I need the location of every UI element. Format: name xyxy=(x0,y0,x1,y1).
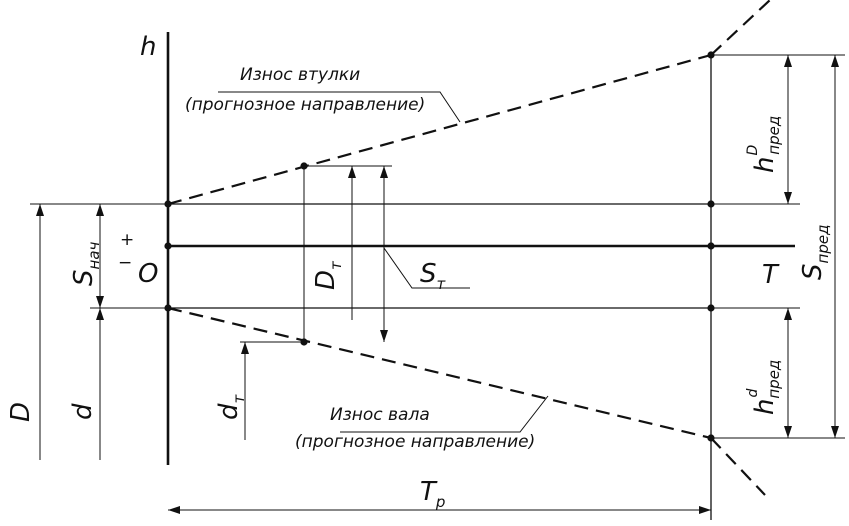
t-axis-label: T xyxy=(762,260,780,290)
big-d-label: D xyxy=(6,402,36,422)
d-m-group: dт xyxy=(214,393,248,420)
point-bore-tp xyxy=(707,200,715,208)
point-bore-origin xyxy=(164,200,172,208)
point-lower-limit xyxy=(707,434,715,442)
minus-sign: − xyxy=(118,253,132,273)
d-m-label: dт xyxy=(214,393,248,420)
point-upper-limit xyxy=(707,51,715,59)
s-nach-group: Sнач xyxy=(69,241,103,286)
big-d-group: D xyxy=(6,402,36,422)
leader-shaft-wear xyxy=(340,395,549,433)
shaft-wear-line xyxy=(167,306,712,440)
t-p-label: Tр xyxy=(420,477,445,511)
s-t-label: Sт xyxy=(420,259,447,293)
point-shaft-origin xyxy=(164,304,172,312)
shaft-wear-extension xyxy=(710,437,766,496)
shaft-wear-note: (прогнозное направление) xyxy=(295,432,535,452)
d-t-label: Dт xyxy=(311,260,345,290)
d-t-group: Dт xyxy=(311,260,345,290)
h-axis-label: h xyxy=(140,32,156,62)
point-origin xyxy=(164,242,172,250)
small-d-group: d xyxy=(68,403,98,420)
point-shaft-t xyxy=(300,338,308,346)
plus-sign: + xyxy=(120,230,134,250)
origin-label: O xyxy=(138,259,158,289)
bushing-wear-note: (прогнозное направление) xyxy=(185,95,425,115)
bushing-wear-title: Износ втулки xyxy=(240,65,360,85)
s-pred-group: Sпред xyxy=(798,225,832,280)
bushing-wear-extension xyxy=(710,0,771,56)
leader-s-m xyxy=(383,247,470,289)
s-pred-label: Sпред xyxy=(798,225,832,280)
point-bore-t xyxy=(300,162,308,170)
s-nach-label: Sнач xyxy=(69,241,103,286)
point-axis-tp xyxy=(707,242,715,250)
shaft-wear-title: Износ вала xyxy=(330,405,430,425)
small-d-label: d xyxy=(68,403,98,420)
bushing-wear-line xyxy=(167,53,712,206)
point-shaft-tp xyxy=(707,304,715,312)
leader-bushing-wear xyxy=(218,91,461,123)
